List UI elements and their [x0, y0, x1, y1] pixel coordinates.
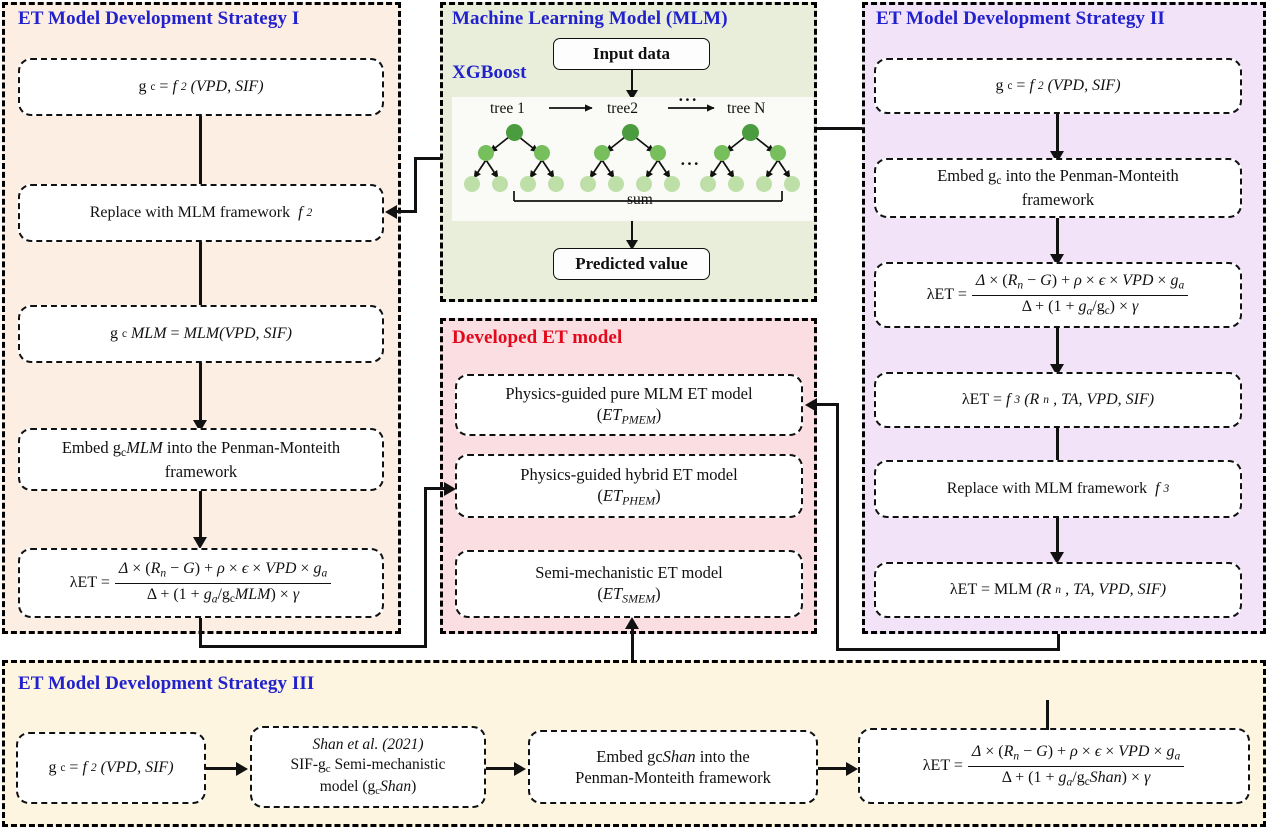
phem-line1: Physics-guided hybrid ET model [520, 464, 738, 484]
mlm-arrow-output-line [631, 221, 633, 246]
tree-label-2: tree2 [607, 100, 638, 117]
mlm-predicted-value-box: Predicted value [553, 248, 710, 280]
tree2-root-node [622, 124, 639, 141]
panel-mlm-subtitle: XGBoost [452, 62, 527, 83]
s3-arrow-1-line [206, 767, 240, 770]
treen-mid-node-left [714, 145, 730, 161]
mlm-arrow-input-head [626, 90, 638, 100]
shan-citation: Shan et al. (2021) [312, 736, 424, 754]
mlm-arrow-input-line [631, 70, 633, 96]
developed-model-phem: Physics-guided hybrid ET model (ETPHEM) [455, 454, 803, 518]
tree1-mid-node-left [478, 145, 494, 161]
treen-leaf-4 [784, 176, 800, 192]
mlm-arrow-output-head [626, 240, 638, 250]
tree1-leaf-2 [492, 176, 508, 192]
tree1-leaf-1 [464, 176, 480, 192]
s2-arrow-2-line [1056, 218, 1059, 260]
s1-arrow-4-line [199, 491, 202, 543]
s2-to-pmem-line-v-up [836, 403, 839, 651]
s1-arrow-2-line [199, 242, 202, 314]
s3-arrow-1-head [236, 762, 248, 776]
tree2-leaf-1 [580, 176, 596, 192]
s2-to-pmem-line-h2 [816, 403, 838, 406]
s1-to-phem-line-h [199, 645, 427, 648]
s3-box-shan-model: Shan et al. (2021) SIF-gc Semi-mechanist… [250, 726, 486, 808]
tree1-mid-node-right [534, 145, 550, 161]
s3-to-smem-arrow-head [625, 617, 639, 629]
tree2-leaf-4 [664, 176, 680, 192]
sum-label: sum [627, 191, 653, 208]
s3-arrow-2-line [486, 767, 518, 770]
s1-to-phem-line-v2 [424, 487, 427, 648]
s2-to-pmem-line-v-down [1057, 618, 1060, 651]
mlm-to-s1-arrow-head [385, 205, 397, 219]
tree2-mid-node-left [594, 145, 610, 161]
mlm-input-data-box: Input data [553, 38, 710, 70]
s2-to-pmem-arrow-head [805, 398, 817, 412]
panel-strategy-1-title: ET Model Development Strategy I [18, 8, 300, 29]
panel-strategy-2-title: ET Model Development Strategy II [876, 8, 1165, 29]
treen-leaf-1 [700, 176, 716, 192]
s1-arrow-4-head [193, 537, 207, 549]
tree2-leaf-2 [608, 176, 624, 192]
developed-model-pmem: Physics-guided pure MLM ET model (ETPMEM… [455, 374, 803, 436]
panel-developed-title: Developed ET model [452, 327, 623, 348]
s1-to-phem-line-v [199, 618, 202, 648]
s3-arrow-3-head [846, 762, 858, 776]
tree-edges [473, 104, 791, 202]
s2-arrow-5-line [1056, 518, 1059, 558]
tree2-leaf-3 [636, 176, 652, 192]
developed-model-smem: Semi-mechanistic ET model (ETSMEM) [455, 550, 803, 618]
s1-to-phem-arrow-head [444, 482, 456, 496]
s3-arrow-2-head [514, 762, 526, 776]
tree1-leaf-4 [548, 176, 564, 192]
tree-label-1: tree 1 [490, 100, 525, 117]
treen-root-node [742, 124, 759, 141]
s3-arrow-3-line [818, 767, 850, 770]
tree-gap-ellipsis: ··· [680, 154, 701, 173]
tree1-leaf-3 [520, 176, 536, 192]
s1-to-phem-line-h2 [424, 487, 446, 490]
s2-box-lambda-et-pm: λET = Δ × (Rn − G) + ρ × ϵ × VPD × ga Δ … [874, 262, 1242, 328]
mlm-to-s1-line-v [414, 157, 417, 213]
s2-arrow-5-head [1050, 552, 1064, 564]
treen-leaf-3 [756, 176, 772, 192]
mlm-to-s1-line-h-bottom [397, 210, 417, 213]
s3-lambda-up-line [1046, 700, 1049, 730]
s1-arrow-1-line [199, 116, 202, 194]
tree2-mid-node-right [650, 145, 666, 161]
tree-arrow-ellipsis: ··· [678, 90, 699, 109]
treen-mid-node-right [770, 145, 786, 161]
s2-arrow-3-line [1056, 328, 1059, 370]
s1-box-lambda-et: λET = Δ × (Rn − G) + ρ × ϵ × VPD × ga Δ … [18, 548, 384, 618]
panel-strategy-3-title: ET Model Development Strategy III [18, 673, 315, 694]
tree1-root-node [506, 124, 523, 141]
tree-label-n: tree N [727, 100, 766, 117]
pmem-line1: Physics-guided pure MLM ET model [505, 383, 753, 403]
xgboost-trees-area: tree 1 tree2 tree N ··· ··· sum [452, 90, 813, 221]
mlm-to-s1-line-h-top [414, 157, 442, 160]
s2-arrow-1-line [1056, 114, 1059, 157]
s1-arrow-3-line [199, 363, 202, 426]
panel-mlm-title: Machine Learning Model (MLM) [452, 8, 728, 29]
s2-arrow-4-line [1056, 428, 1059, 468]
s2-to-pmem-line-h [836, 648, 1060, 651]
s3-to-smem-line-v-up [631, 628, 634, 674]
smem-line1: Semi-mechanistic ET model [535, 562, 723, 582]
s3-box-lambda-et: λET = Δ × (Rn − G) + ρ × ϵ × VPD × ga Δ … [858, 728, 1250, 804]
treen-leaf-2 [728, 176, 744, 192]
